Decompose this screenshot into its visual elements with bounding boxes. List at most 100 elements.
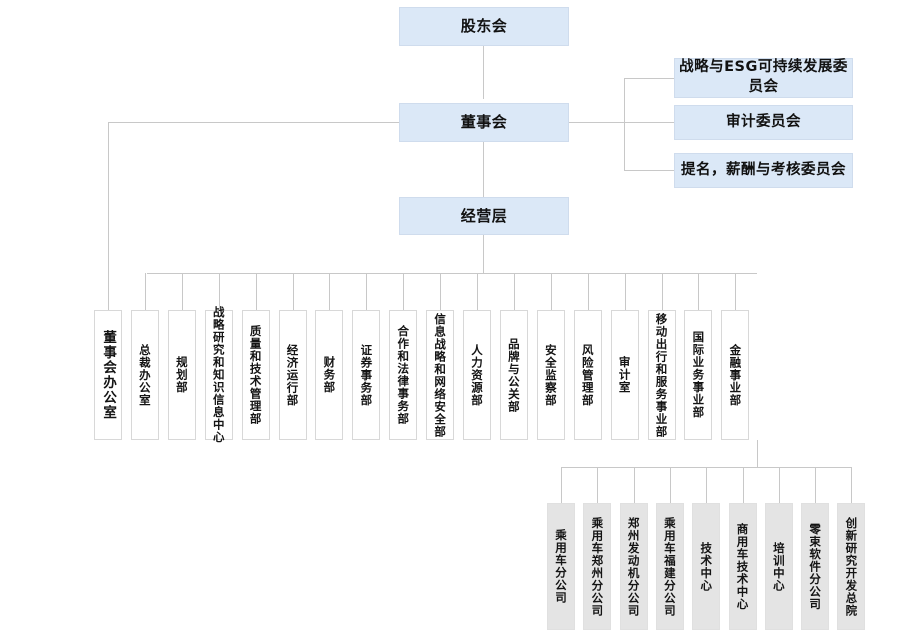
connector-department-riser-5 bbox=[293, 273, 294, 310]
node-label: 董事会办公室 bbox=[100, 330, 117, 420]
connector-committee-trunk bbox=[624, 78, 625, 171]
connector-committee-3 bbox=[624, 170, 674, 171]
node-subsidiary-8[interactable]: 创新研究开发总院 bbox=[837, 503, 866, 630]
node-department-1[interactable]: 总裁办公室 bbox=[130, 310, 159, 440]
node-department-13[interactable]: 风险管理部 bbox=[573, 310, 602, 440]
connector-department-riser-2 bbox=[182, 273, 183, 310]
connector-committee-1 bbox=[624, 78, 674, 79]
connector-department-riser-13 bbox=[588, 273, 589, 310]
connector-department-bus bbox=[147, 273, 757, 274]
node-label: 乘用车福建分公司 bbox=[662, 516, 677, 617]
node-department-7[interactable]: 证券事务部 bbox=[352, 310, 381, 440]
node-department-5[interactable]: 经济运行部 bbox=[278, 310, 307, 440]
node-department-3[interactable]: 战略研究和知识信息中心 bbox=[204, 306, 233, 444]
node-department-8[interactable]: 合作和法律事务部 bbox=[389, 310, 418, 440]
node-management-layer[interactable]: 经营层 bbox=[399, 197, 569, 235]
node-label: 金融事业部 bbox=[728, 343, 743, 407]
node-department-17[interactable]: 金融事业部 bbox=[721, 310, 750, 440]
node-subsidiary-7[interactable]: 零束软件分公司 bbox=[801, 503, 830, 630]
node-department-10[interactable]: 人力资源部 bbox=[463, 310, 491, 440]
node-label: 审计委员会 bbox=[726, 113, 801, 130]
node-department-9[interactable]: 信息战略和网络安全部 bbox=[426, 310, 455, 440]
node-label: 信息战略和网络安全部 bbox=[433, 312, 448, 438]
node-label: 安全监察部 bbox=[543, 343, 558, 407]
node-label: 经济运行部 bbox=[285, 343, 300, 407]
connector-department-riser-3 bbox=[219, 273, 220, 310]
connector-subsidiary-riser-5 bbox=[743, 467, 744, 503]
connector-finance-division-drop bbox=[757, 440, 758, 467]
node-committee-strategy-esg[interactable]: 战略与ESG可持续发展委员会 bbox=[674, 58, 853, 98]
node-department-14[interactable]: 审计室 bbox=[610, 310, 639, 440]
connector-department-riser-16 bbox=[698, 273, 699, 310]
node-label: 提名，薪酬与考核委员会 bbox=[681, 161, 846, 178]
node-subsidiary-3[interactable]: 乘用车福建分公司 bbox=[655, 503, 684, 630]
node-subsidiary-2[interactable]: 郑州发动机分公司 bbox=[619, 503, 648, 630]
connector-board-committee-stem bbox=[568, 122, 625, 123]
connector-subsidiary-riser-0 bbox=[561, 467, 562, 503]
node-subsidiary-0[interactable]: 乘用车分公司 bbox=[547, 503, 575, 630]
node-label: 乘用车郑州分公司 bbox=[590, 516, 605, 617]
connector-department-riser-6 bbox=[329, 273, 330, 310]
node-department-11[interactable]: 品牌与公关部 bbox=[499, 310, 528, 440]
node-department-0[interactable]: 董事会办公室 bbox=[94, 310, 122, 440]
connector-department-riser-10 bbox=[477, 273, 478, 310]
connector-department-riser-11 bbox=[514, 273, 515, 310]
node-subsidiary-5[interactable]: 商用车技术中心 bbox=[728, 503, 757, 630]
node-department-15[interactable]: 移动出行和服务事业部 bbox=[647, 310, 676, 440]
node-shareholders-meeting[interactable]: 股东会 bbox=[399, 7, 569, 46]
connector-department-riser-15 bbox=[662, 273, 663, 310]
node-label: 国际业务事业部 bbox=[691, 331, 706, 419]
node-label: 总裁办公室 bbox=[137, 343, 152, 407]
connector-subsidiary-riser-7 bbox=[815, 467, 816, 503]
node-label: 战略研究和知识信息中心 bbox=[211, 306, 226, 444]
connector-committee-2 bbox=[624, 122, 674, 123]
node-label: 规划部 bbox=[174, 356, 189, 394]
node-label: 郑州发动机分公司 bbox=[626, 516, 641, 617]
connector-department-riser-4 bbox=[256, 273, 257, 310]
connector-department-riser-9 bbox=[440, 273, 441, 310]
node-department-2[interactable]: 规划部 bbox=[167, 310, 196, 440]
connector-department-riser-7 bbox=[366, 273, 367, 310]
node-label: 品牌与公关部 bbox=[506, 337, 521, 413]
node-subsidiary-6[interactable]: 培训中心 bbox=[764, 503, 793, 630]
node-board-of-directors[interactable]: 董事会 bbox=[399, 103, 569, 142]
connector-management-dropline bbox=[483, 235, 484, 273]
node-label: 创新研究开发总院 bbox=[844, 516, 859, 617]
connector-department-riser-14 bbox=[625, 273, 626, 310]
node-label: 财务部 bbox=[322, 356, 337, 394]
node-department-6[interactable]: 财务部 bbox=[315, 310, 344, 440]
node-subsidiary-1[interactable]: 乘用车郑州分公司 bbox=[583, 503, 612, 630]
node-label: 合作和法律事务部 bbox=[396, 325, 411, 425]
node-label: 风险管理部 bbox=[580, 343, 595, 407]
node-label: 证券事务部 bbox=[359, 343, 374, 407]
node-committee-nomination-remuneration-appraisal[interactable]: 提名，薪酬与考核委员会 bbox=[674, 153, 853, 188]
node-label: 经营层 bbox=[460, 206, 508, 225]
connector-shareholders-board bbox=[483, 46, 484, 99]
node-committee-audit[interactable]: 审计委员会 bbox=[674, 105, 853, 140]
connector-subsidiary-riser-6 bbox=[779, 467, 780, 503]
node-department-16[interactable]: 国际业务事业部 bbox=[684, 310, 713, 440]
node-label: 股东会 bbox=[460, 17, 508, 36]
connector-subsidiary-riser-2 bbox=[634, 467, 635, 503]
node-department-4[interactable]: 质量和技术管理部 bbox=[241, 310, 270, 440]
node-label: 审计室 bbox=[617, 356, 632, 394]
connector-department-riser-12 bbox=[551, 273, 552, 310]
node-label: 培训中心 bbox=[771, 541, 786, 592]
connector-subsidiary-riser-4 bbox=[706, 467, 707, 503]
node-department-12[interactable]: 安全监察部 bbox=[536, 310, 565, 440]
node-label: 技术中心 bbox=[699, 541, 714, 592]
node-label: 董事会 bbox=[460, 113, 508, 132]
node-label: 零束软件分公司 bbox=[808, 522, 823, 611]
connector-subsidiary-riser-3 bbox=[670, 467, 671, 503]
connector-subsidiary-riser-8 bbox=[851, 467, 852, 503]
connector-subsidiary-riser-1 bbox=[597, 467, 598, 503]
node-label: 移动出行和服务事业部 bbox=[654, 312, 669, 438]
connector-board-office-drop bbox=[108, 122, 109, 310]
node-label: 商用车技术中心 bbox=[735, 522, 750, 611]
connector-department-riser-8 bbox=[403, 273, 404, 310]
node-label: 质量和技术管理部 bbox=[248, 325, 263, 425]
node-subsidiary-4[interactable]: 技术中心 bbox=[692, 503, 721, 630]
connector-board-office-arm bbox=[108, 122, 399, 123]
connector-department-riser-1 bbox=[145, 273, 146, 310]
